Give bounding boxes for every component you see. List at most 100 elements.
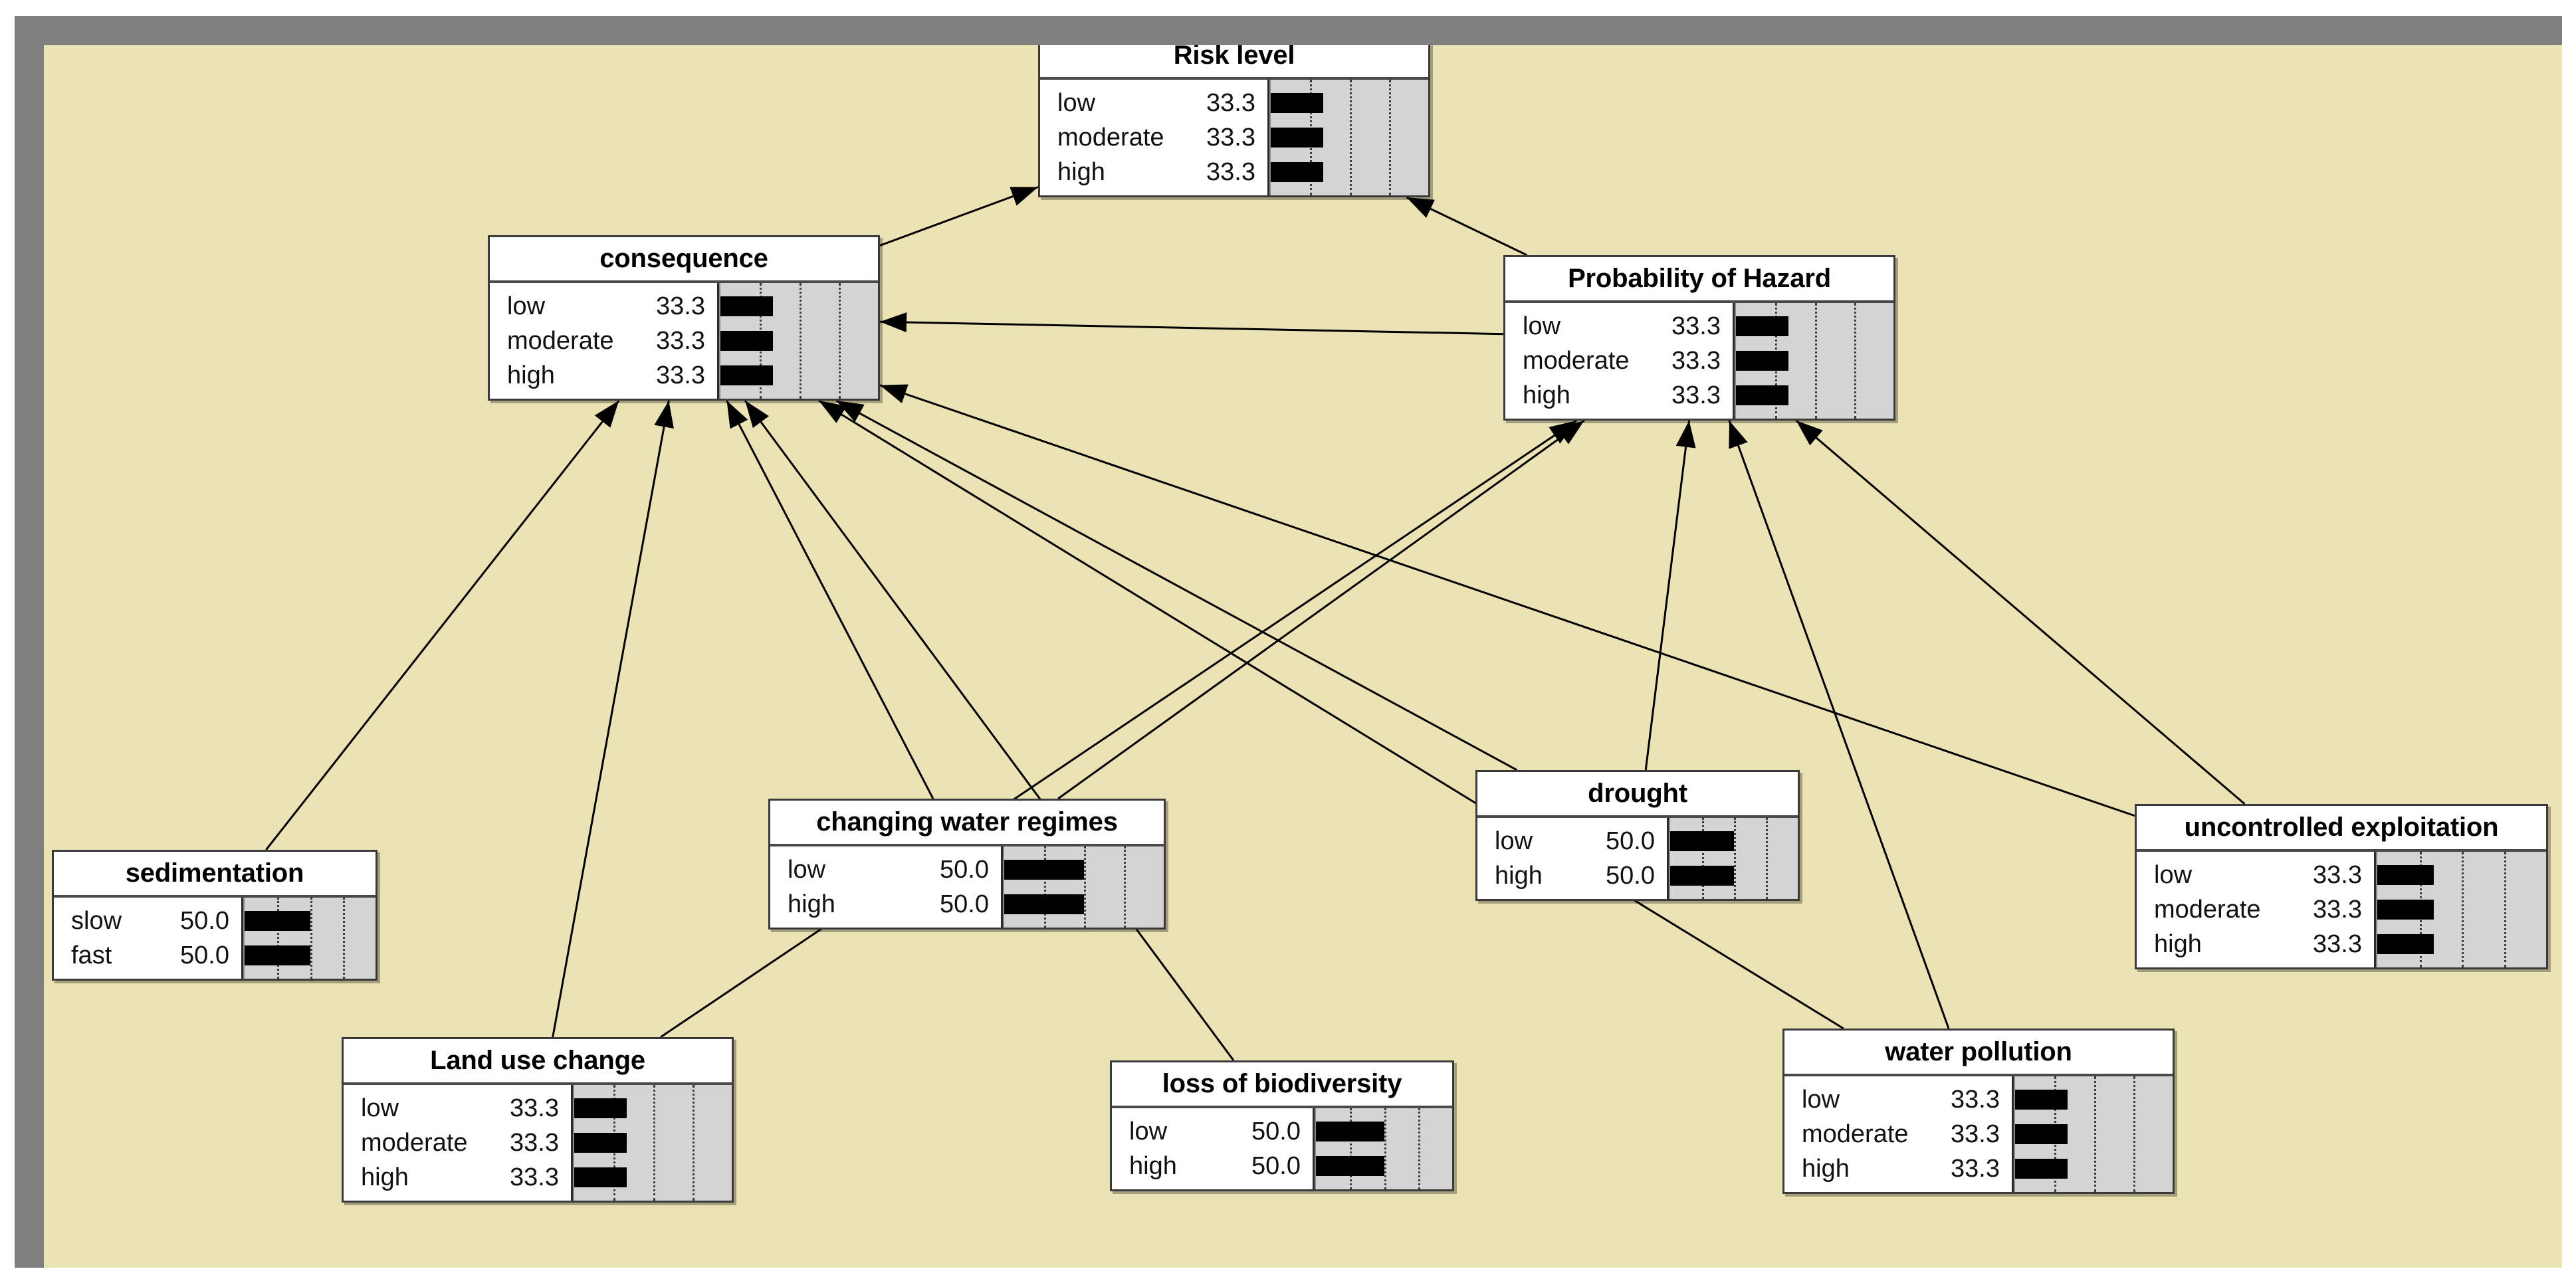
state-label: moderate bbox=[361, 1129, 468, 1157]
belief-bar-row bbox=[574, 1160, 732, 1195]
gridline bbox=[1418, 1108, 1420, 1189]
state-probability-value: 33.3 bbox=[2313, 861, 2362, 889]
state-label: high bbox=[1802, 1155, 1850, 1183]
gridline bbox=[1384, 1108, 1386, 1189]
belief-bar-row bbox=[1316, 1149, 1452, 1183]
edge-uncontrolled-exploitation-to-consequence bbox=[879, 384, 2135, 817]
belief-bar-row bbox=[1736, 378, 1893, 413]
belief-bar-chart bbox=[573, 1085, 732, 1201]
belief-bar bbox=[1271, 162, 1323, 182]
belief-bar-row bbox=[1736, 309, 1893, 344]
state-row[interactable]: low 33.3 bbox=[1040, 86, 1267, 120]
belief-bar-row bbox=[720, 324, 878, 358]
state-label: moderate bbox=[1802, 1120, 1909, 1148]
gridline bbox=[1350, 1108, 1352, 1189]
state-probability-value: 33.3 bbox=[656, 361, 705, 389]
node-title: Risk level bbox=[1040, 45, 1428, 80]
state-label: low bbox=[1495, 827, 1533, 855]
state-label: low bbox=[1129, 1118, 1168, 1145]
belief-bar-chart bbox=[1315, 1108, 1452, 1189]
state-label: high bbox=[1495, 862, 1543, 890]
state-probability-value: 50.0 bbox=[940, 890, 989, 918]
state-probability-value: 33.3 bbox=[510, 1163, 559, 1191]
belief-bar-row bbox=[1736, 344, 1893, 378]
belief-bar bbox=[1316, 1122, 1384, 1141]
state-probability-value: 33.3 bbox=[1206, 89, 1255, 117]
belief-bar-chart bbox=[1735, 303, 1893, 419]
gridline bbox=[692, 1085, 695, 1201]
state-label: slow bbox=[71, 907, 122, 935]
belief-bar-chart bbox=[243, 898, 376, 979]
belief-bar bbox=[2015, 1159, 2068, 1179]
state-label: fast bbox=[71, 941, 112, 969]
node-title: consequence bbox=[490, 237, 878, 283]
state-probability-value: 33.3 bbox=[1206, 124, 1255, 151]
state-row[interactable]: high 33.3 bbox=[490, 358, 717, 393]
state-probability-value: 33.3 bbox=[1951, 1155, 2000, 1183]
belief-bar bbox=[574, 1167, 627, 1187]
edge-drought-to-probability-of-hazard bbox=[1644, 420, 1696, 771]
belief-bar-row bbox=[1004, 887, 1164, 922]
state-label: low bbox=[1057, 89, 1096, 117]
belief-bar-chart bbox=[2376, 852, 2546, 967]
state-probability-value: 50.0 bbox=[1251, 1118, 1301, 1145]
edge-changing-water-regimes-to-consequence bbox=[726, 400, 934, 799]
state-row[interactable]: moderate 33.3 bbox=[1784, 1117, 2012, 1151]
edge-uncontrolled-exploitation-to-probability-of-hazard bbox=[1795, 419, 2246, 805]
edge-probability-of-hazard-to-consequence bbox=[879, 312, 1504, 336]
state-probability-value: 33.3 bbox=[1951, 1120, 2000, 1148]
state-label: high bbox=[507, 361, 555, 389]
state-row[interactable]: low 50.0 bbox=[1112, 1114, 1313, 1149]
state-probability-value: 50.0 bbox=[1251, 1152, 1301, 1180]
belief-bar-chart bbox=[1669, 818, 1798, 899]
belief-bar bbox=[1670, 866, 1734, 886]
belief-bar bbox=[2377, 865, 2434, 885]
edge-changing-water-regimes-to-probability-of-hazard bbox=[1057, 419, 1585, 800]
state-probability-value: 33.3 bbox=[1671, 381, 1721, 409]
gridline bbox=[1814, 303, 1817, 419]
node-title: water pollution bbox=[1784, 1031, 2173, 1076]
edge-land-use-change-to-probability-of-hazard bbox=[660, 419, 1577, 1038]
belief-bar-row bbox=[574, 1091, 732, 1126]
edge-probability-of-hazard-to-risk-level bbox=[1406, 196, 1528, 256]
state-label: high bbox=[2154, 930, 2202, 958]
state-row[interactable]: high 33.3 bbox=[1784, 1151, 2012, 1186]
state-probability-value: 33.3 bbox=[1206, 158, 1255, 186]
edge-water-pollution-to-probability-of-hazard bbox=[1728, 420, 1950, 1029]
belief-bar bbox=[2015, 1090, 2068, 1110]
